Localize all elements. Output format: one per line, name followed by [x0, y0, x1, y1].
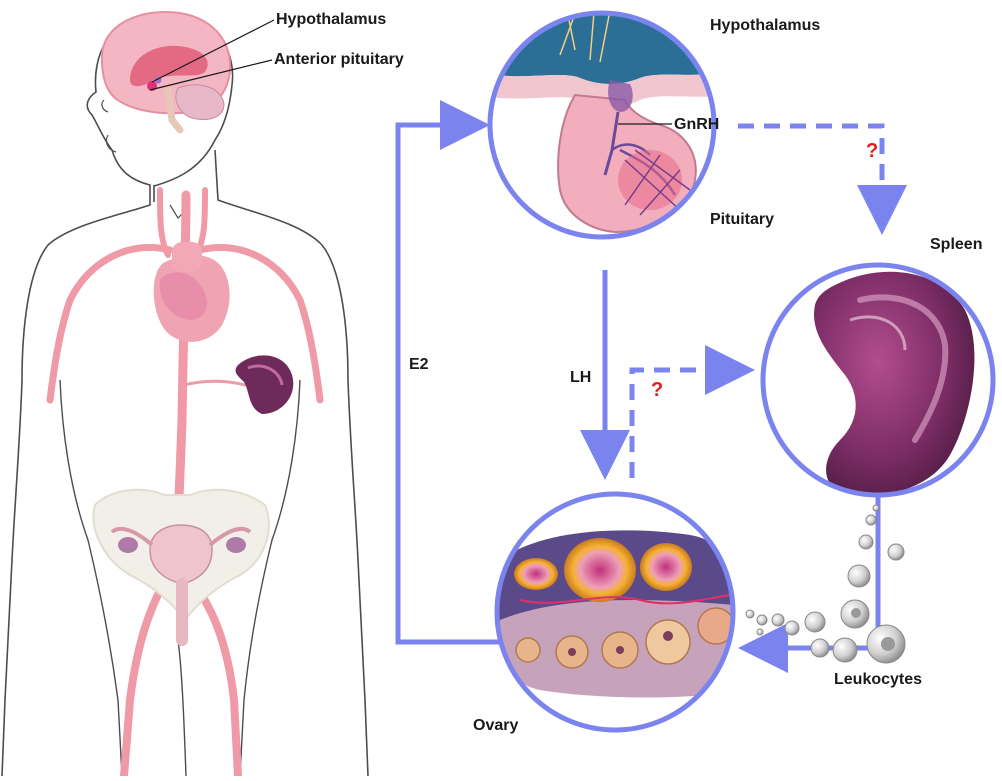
label-spleen: Spleen	[930, 237, 982, 253]
label-body-hypothalamus: Hypothalamus	[276, 12, 386, 28]
label-leukocytes: Leukocytes	[834, 672, 922, 688]
label-lh: LH	[570, 370, 591, 386]
arrow-e2-feedback	[398, 125, 500, 642]
ovary-detail	[495, 490, 735, 735]
label-ovary: Ovary	[473, 718, 518, 734]
leukocyte-cells	[746, 505, 905, 663]
pelvis-illustration	[93, 490, 268, 640]
body-outline	[2, 15, 154, 776]
label-gnrh: GnRH	[674, 117, 719, 133]
heart-illustration	[154, 242, 230, 342]
label-e2: E2	[409, 357, 429, 373]
label-body-anterior-pituitary: Anterior pituitary	[274, 52, 404, 68]
question-mark-mid: ?	[651, 380, 663, 400]
question-mark-top: ?	[866, 141, 878, 161]
arrow-gnrh-to-spleen-dashed	[738, 126, 882, 215]
spleen-detail	[760, 260, 1000, 500]
label-pituitary: Pituitary	[710, 212, 774, 228]
arrow-ovary-to-spleen-dashed	[632, 370, 735, 478]
label-hypothalamus: Hypothalamus	[710, 18, 820, 34]
